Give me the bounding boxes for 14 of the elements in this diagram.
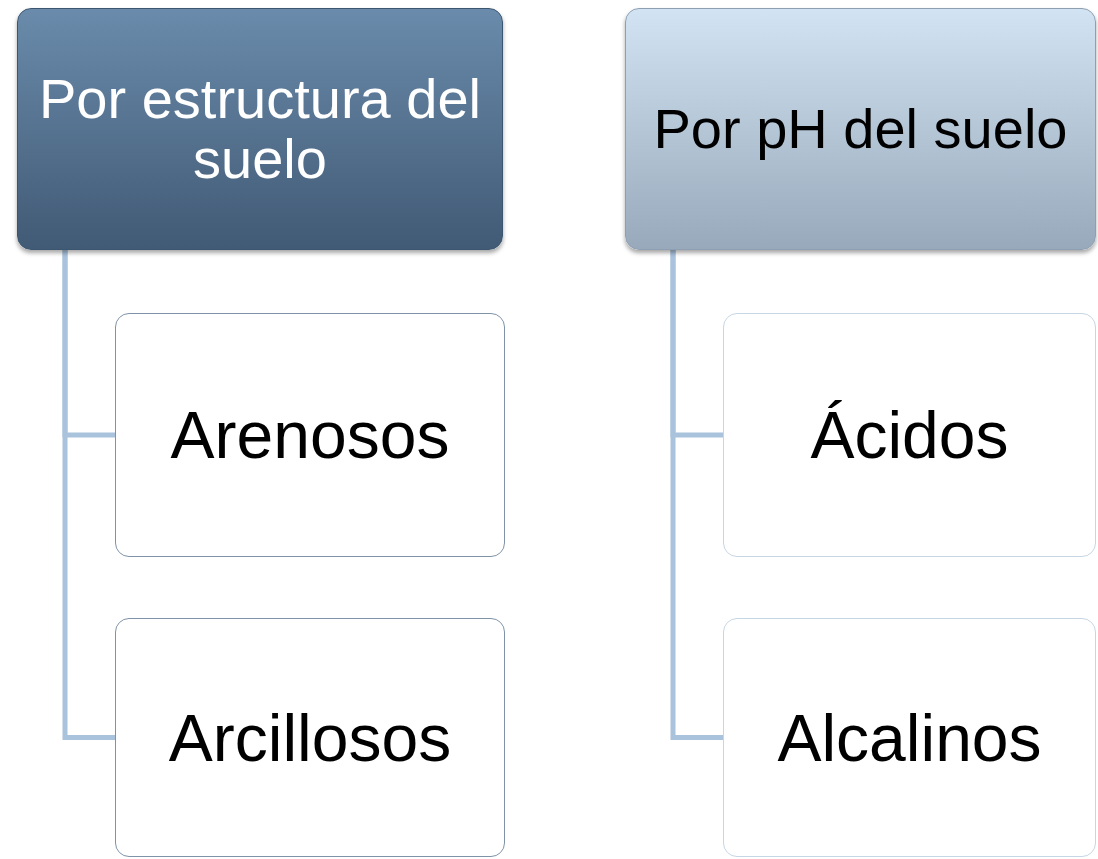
item-box bbox=[115, 313, 505, 557]
item-box bbox=[723, 313, 1096, 557]
item-box bbox=[115, 618, 505, 857]
item-box bbox=[723, 618, 1096, 857]
item-text: Alcalinos bbox=[777, 699, 1042, 776]
connector-line bbox=[62, 250, 115, 740]
item-text: Arcillosos bbox=[168, 699, 452, 776]
connector-line bbox=[670, 250, 723, 740]
heading-text: Por estructura del suelo bbox=[38, 68, 482, 190]
category-box bbox=[17, 8, 503, 250]
heading-text: Por pH del suelo bbox=[653, 98, 1068, 160]
item-text: Arenosos bbox=[170, 397, 450, 473]
item-text: Ácidos bbox=[810, 397, 1009, 473]
category-box bbox=[625, 8, 1096, 250]
